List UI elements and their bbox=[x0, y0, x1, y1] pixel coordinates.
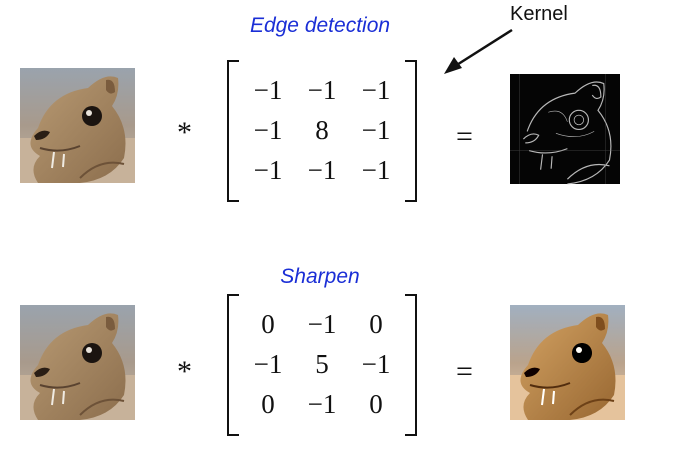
matrix-cell: −1 bbox=[307, 388, 337, 419]
matrix-cell: −1 bbox=[361, 114, 391, 145]
kernel-label: Kernel bbox=[510, 3, 568, 25]
edge-input-image bbox=[20, 68, 135, 183]
matrix-right-bracket bbox=[405, 294, 417, 436]
matrix-cell: 0 bbox=[261, 308, 275, 339]
kernel-arrow-icon bbox=[444, 28, 513, 74]
matrix-cell: −1 bbox=[361, 74, 391, 105]
matrix-left-bracket bbox=[227, 60, 239, 202]
sharpen-kernel-matrix: 0 −1 0 −1 5 −1 0 −1 0 bbox=[227, 294, 417, 436]
matrix-cell: 8 bbox=[315, 114, 329, 145]
edge-map-photo-icon bbox=[510, 73, 620, 185]
edge-output-image bbox=[510, 73, 620, 185]
sharpen-input-image bbox=[20, 305, 135, 420]
matrix-cell: −1 bbox=[361, 154, 391, 185]
sharpen-output-image bbox=[510, 305, 625, 420]
matrix-right-bracket bbox=[405, 60, 417, 202]
matrix-cell: −1 bbox=[307, 74, 337, 105]
matrix-cell: −1 bbox=[253, 348, 283, 379]
edge-detection-title: Edge detection bbox=[249, 14, 391, 37]
sharpen-convolve-operator: * bbox=[177, 355, 192, 388]
edge-convolve-operator: * bbox=[177, 116, 192, 149]
sharpened-squirrel-photo-icon bbox=[510, 305, 625, 420]
matrix-cell: 0 bbox=[369, 388, 383, 419]
matrix-cell: −1 bbox=[307, 154, 337, 185]
edge-equals-operator: = bbox=[456, 120, 473, 153]
squirrel-photo-icon bbox=[20, 305, 135, 420]
matrix-cell: −1 bbox=[253, 114, 283, 145]
matrix-cell: 0 bbox=[369, 308, 383, 339]
matrix-cell: 0 bbox=[261, 388, 275, 419]
sharpen-equals-operator: = bbox=[456, 355, 473, 388]
sharpen-kernel-grid: 0 −1 0 −1 5 −1 0 −1 0 bbox=[241, 304, 403, 424]
matrix-cell: −1 bbox=[253, 154, 283, 185]
matrix-cell: −1 bbox=[307, 308, 337, 339]
edge-kernel-matrix: −1 −1 −1 −1 8 −1 −1 −1 −1 bbox=[227, 60, 417, 202]
matrix-cell: 5 bbox=[315, 348, 329, 379]
edge-kernel-grid: −1 −1 −1 −1 8 −1 −1 −1 −1 bbox=[241, 70, 403, 190]
matrix-cell: −1 bbox=[253, 74, 283, 105]
matrix-left-bracket bbox=[227, 294, 239, 436]
matrix-cell: −1 bbox=[361, 348, 391, 379]
squirrel-photo-icon bbox=[20, 68, 135, 183]
sharpen-title: Sharpen bbox=[280, 265, 360, 288]
